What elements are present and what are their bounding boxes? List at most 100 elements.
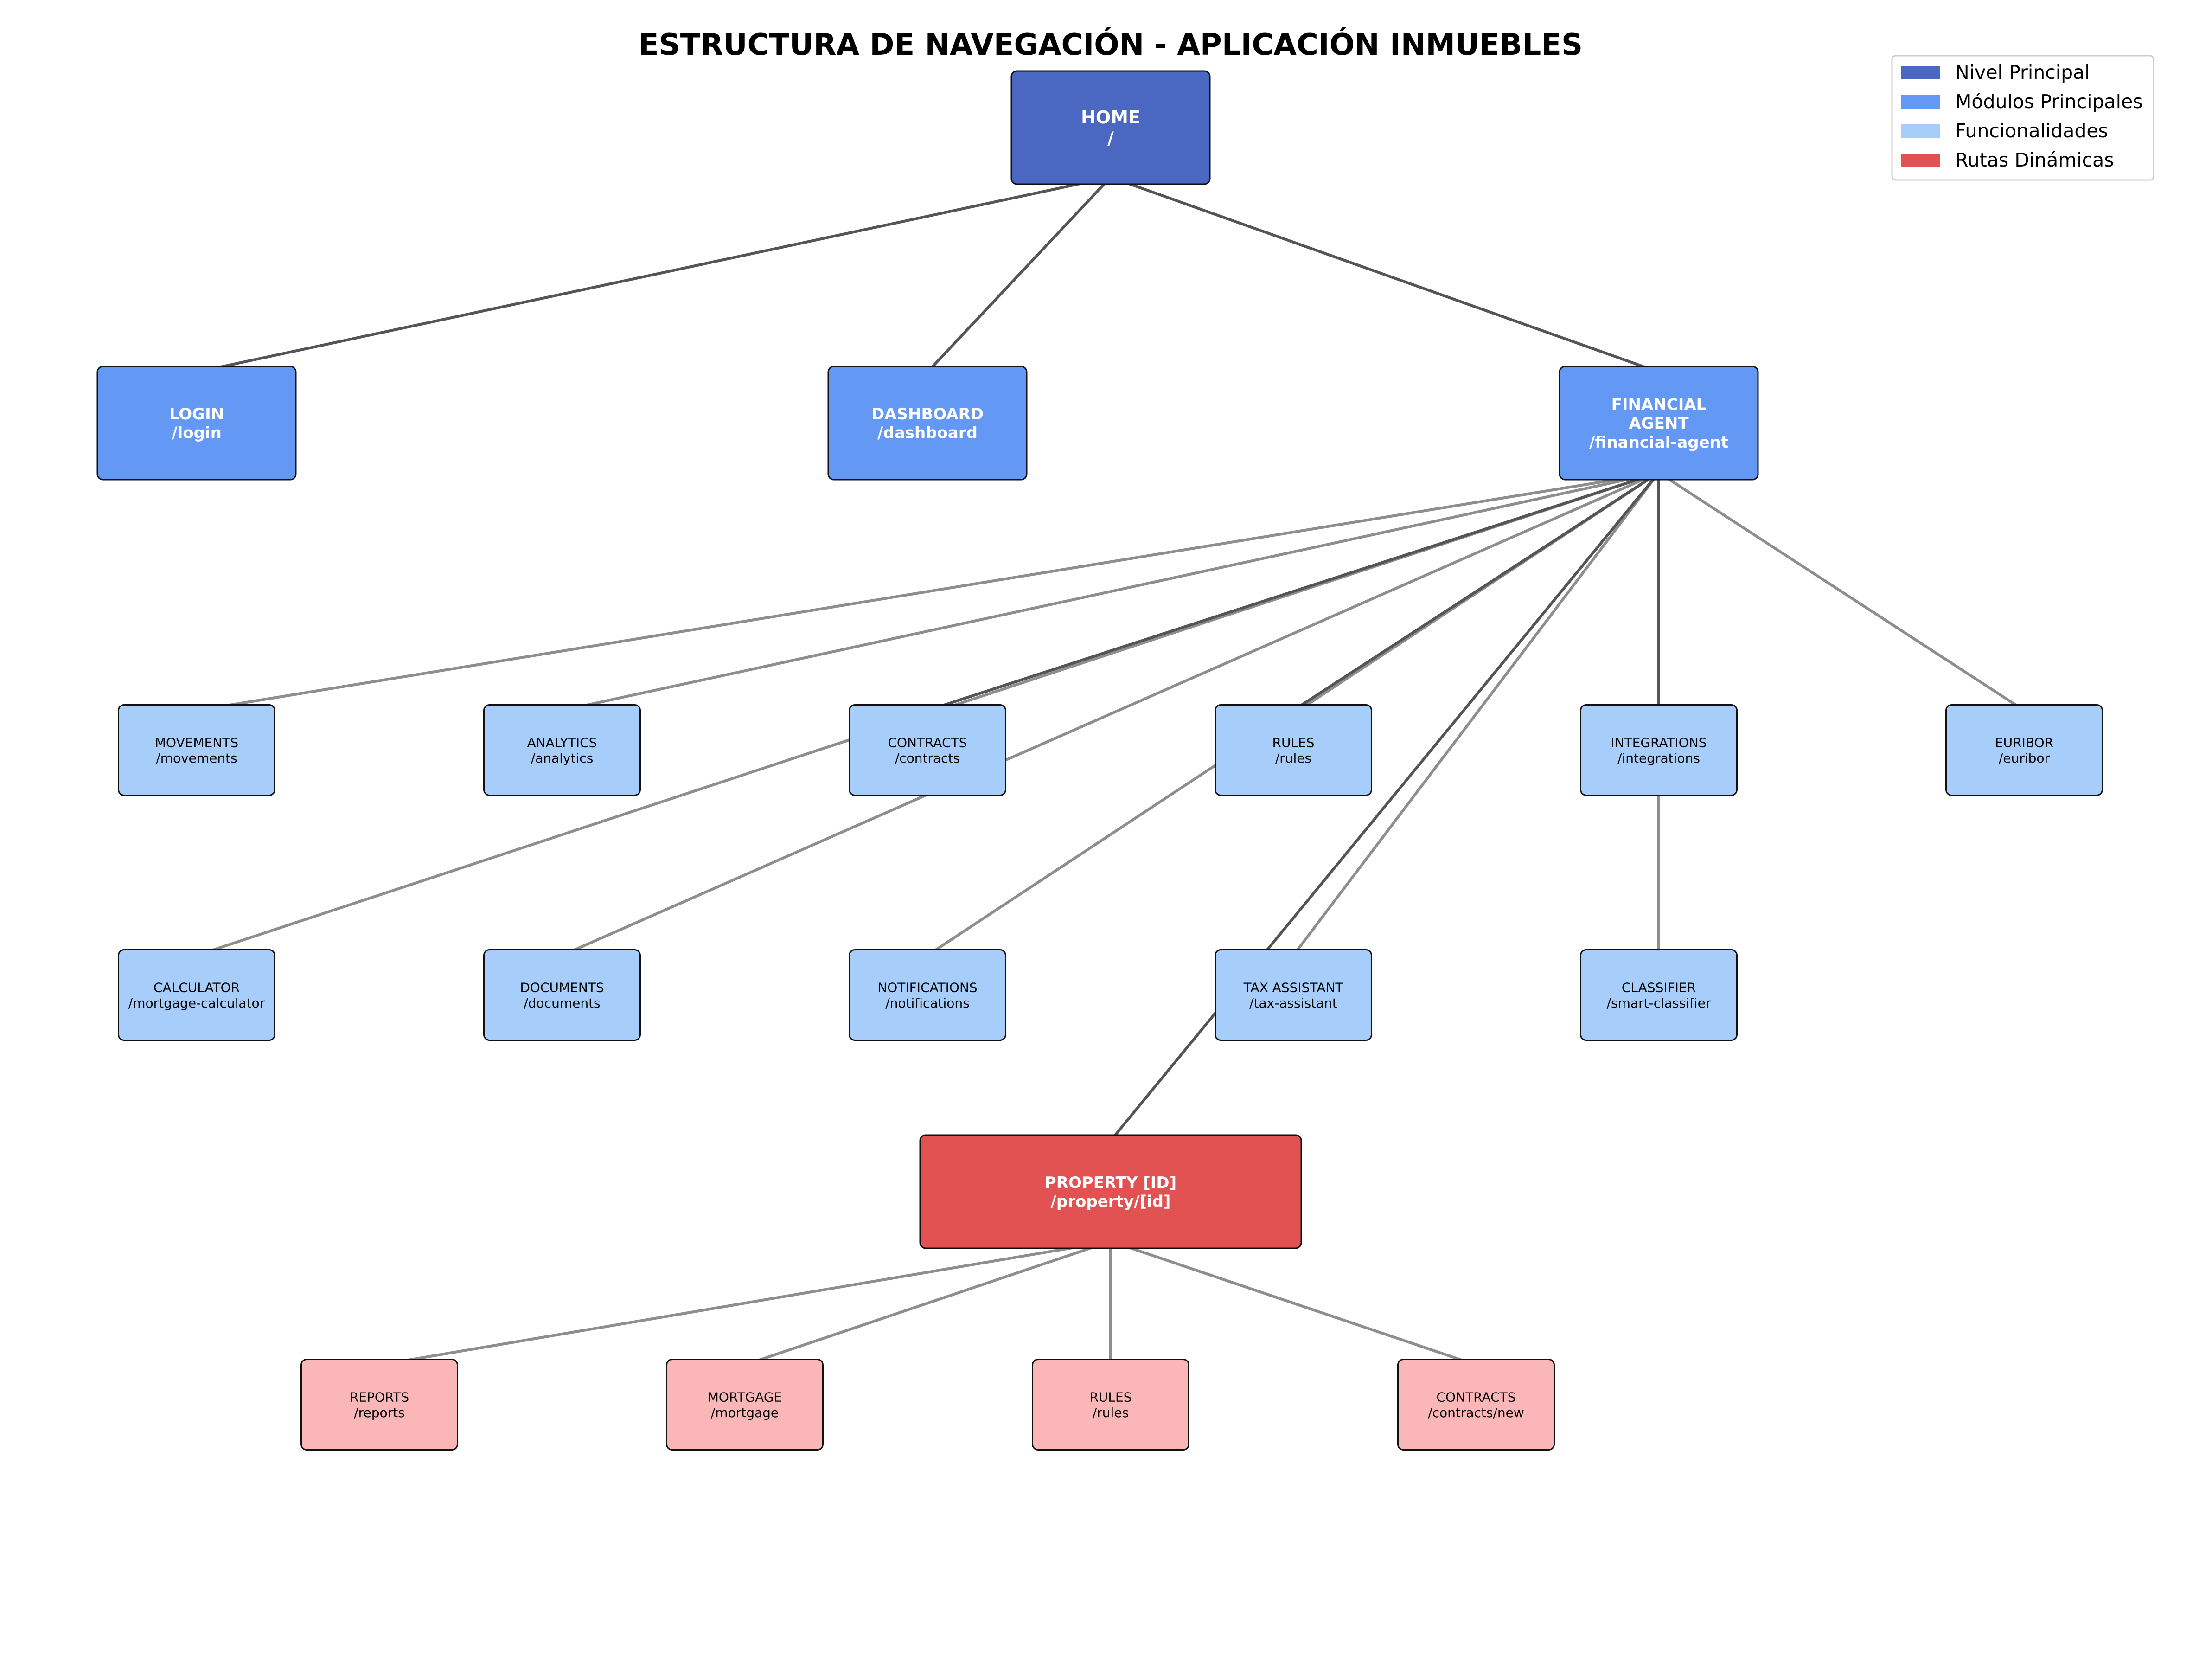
node-label-calculator-line-0: CALCULATOR	[153, 980, 240, 995]
node-property: PROPERTY [ID]/property/[id]	[919, 1134, 1302, 1249]
node-label-documents-line-0: DOCUMENTS	[520, 980, 604, 995]
node-contracts: CONTRACTS/contracts	[849, 704, 1006, 796]
node-label-financial-line-1: AGENT	[1629, 414, 1689, 433]
edge-financial-to-contracts	[926, 471, 1660, 712]
node-analytics: ANALYTICS/analytics	[483, 704, 641, 796]
node-reports: REPORTS/reports	[300, 1359, 458, 1451]
node-label-analytics-line-0: ANALYTICS	[527, 735, 597, 750]
node-label-euribor-line-1: /euribor	[1999, 751, 2050, 766]
legend-swatch-rutas-dinamicas	[1901, 154, 1940, 167]
node-label-pcontracts-line-0: CONTRACTS	[1436, 1389, 1515, 1405]
node-label-home-line-0: HOME	[1081, 107, 1140, 128]
node-home: HOME/	[1010, 70, 1211, 185]
edge-financial-to-movements	[195, 471, 1660, 712]
legend-label-rutas-dinamicas: Rutas Dinámicas	[1955, 149, 2114, 171]
node-box-rules	[1215, 704, 1372, 796]
edge-financial-to-property	[1109, 471, 1660, 1142]
node-label-reports-line-1: /reports	[354, 1405, 405, 1420]
node-label-rules-line-1: /rules	[1275, 751, 1311, 766]
node-box-contracts	[849, 704, 1006, 796]
node-label-integrations-line-1: /integrations	[1617, 751, 1700, 766]
node-label-euribor-line-0: EURIBOR	[1995, 735, 2053, 750]
node-documents: DOCUMENTS/documents	[483, 949, 641, 1041]
edge-property-to-pcontracts	[1109, 1240, 1477, 1367]
edge-property-to-mortgage	[743, 1240, 1112, 1367]
node-label-prules-line-0: RULES	[1089, 1389, 1132, 1405]
node-label-analytics-line-1: /analytics	[531, 751, 594, 766]
node-label-calculator-line-1: /mortgage-calculator	[128, 995, 265, 1011]
node-box-dashboard	[827, 366, 1028, 481]
edge-financial-to-documents	[561, 471, 1660, 957]
node-pcontracts: CONTRACTS/contracts/new	[1397, 1359, 1555, 1451]
node-euribor: EURIBOR/euribor	[1945, 704, 2103, 796]
legend-swatch-funcionalidades	[1901, 124, 1940, 138]
node-box-home	[1010, 70, 1211, 185]
node-label-home-line-1: /	[1107, 128, 1114, 148]
node-label-financial-line-2: /financial-agent	[1589, 433, 1728, 452]
legend-frame	[1891, 55, 2154, 181]
node-mortgage: MORTGAGE/mortgage	[666, 1359, 824, 1451]
node-label-reports-line-0: REPORTS	[350, 1389, 409, 1405]
nodes-layer: HOME/LOGIN/loginDASHBOARD/dashboardFINAN…	[96, 70, 2103, 1451]
node-label-contracts-line-1: /contracts	[895, 751, 960, 766]
legend: Nivel Principal Módulos Principales Func…	[1891, 55, 2154, 181]
node-label-login-line-0: LOGIN	[169, 405, 224, 424]
node-box-reports	[300, 1359, 458, 1451]
node-label-financial-line-0: FINANCIAL	[1611, 395, 1707, 414]
edge-financial-to-rules	[1292, 471, 1660, 712]
node-label-movements-line-1: /movements	[156, 751, 237, 766]
node-box-classifier	[1580, 949, 1738, 1041]
node-notifications: NOTIFICATIONS/notifications	[849, 949, 1006, 1041]
node-label-rules-line-0: RULES	[1272, 735, 1314, 750]
legend-label-modulos-principales: Módulos Principales	[1955, 90, 2143, 113]
node-calculator: CALCULATOR/mortgage-calculator	[118, 949, 275, 1041]
node-label-prules-line-1: /rules	[1093, 1405, 1129, 1420]
node-box-analytics	[483, 704, 641, 796]
edge-financial-to-tax	[1292, 471, 1660, 957]
diagram-title: ESTRUCTURA DE NAVEGACIÓN - APLICACIÓN IN…	[639, 27, 1583, 62]
node-label-tax-line-0: TAX ASSISTANT	[1243, 980, 1343, 995]
node-box-property	[919, 1134, 1302, 1249]
node-box-euribor	[1945, 704, 2103, 796]
edge-home-to-financial	[1109, 176, 1660, 373]
node-label-property-line-0: PROPERTY [ID]	[1045, 1174, 1176, 1192]
legend-swatch-modulos-principales	[1901, 95, 1940, 109]
node-label-notifications-line-1: /notifications	[885, 995, 969, 1011]
node-integrations: INTEGRATIONS/integrations	[1580, 704, 1738, 796]
node-prules: RULES/rules	[1032, 1359, 1189, 1451]
node-box-integrations	[1580, 704, 1738, 796]
node-label-documents-line-1: /documents	[524, 995, 600, 1011]
node-label-pcontracts-line-1: /contracts/new	[1428, 1405, 1524, 1420]
node-label-movements-line-0: MOVEMENTS	[155, 735, 238, 750]
node-label-integrations-line-0: INTEGRATIONS	[1611, 735, 1707, 750]
node-movements: MOVEMENTS/movements	[118, 704, 275, 796]
node-label-classifier-line-1: /smart-classifier	[1607, 995, 1711, 1011]
legend-label-funcionalidades: Funcionalidades	[1955, 120, 2108, 142]
node-dashboard: DASHBOARD/dashboard	[827, 366, 1028, 481]
edge-financial-to-euribor	[1657, 471, 2026, 712]
node-login: LOGIN/login	[96, 366, 297, 481]
edge-property-to-reports	[378, 1240, 1112, 1367]
node-box-prules	[1032, 1359, 1189, 1451]
node-label-notifications-line-0: NOTIFICATIONS	[877, 980, 977, 995]
node-label-contracts-line-0: CONTRACTS	[888, 735, 967, 750]
node-box-pcontracts	[1397, 1359, 1555, 1451]
node-label-dashboard-line-1: /dashboard	[877, 424, 978, 443]
node-box-login	[96, 366, 297, 481]
node-box-mortgage	[666, 1359, 824, 1451]
node-label-login-line-1: /login	[172, 424, 222, 443]
edge-financial-to-analytics	[561, 471, 1660, 712]
node-label-dashboard-line-0: DASHBOARD	[871, 405, 984, 424]
node-label-mortgage-line-1: /mortgage	[711, 1405, 779, 1420]
node-box-documents	[483, 949, 641, 1041]
node-classifier: CLASSIFIER/smart-classifier	[1580, 949, 1738, 1041]
node-label-classifier-line-0: CLASSIFIER	[1622, 980, 1696, 995]
edge-home-to-login	[195, 176, 1112, 373]
node-box-calculator	[118, 949, 275, 1041]
node-box-tax	[1215, 949, 1372, 1041]
node-label-tax-line-1: /tax-assistant	[1249, 995, 1337, 1011]
legend-label-nivel-principal: Nivel Principal	[1955, 61, 2090, 83]
node-label-mortgage-line-0: MORTGAGE	[708, 1389, 782, 1405]
